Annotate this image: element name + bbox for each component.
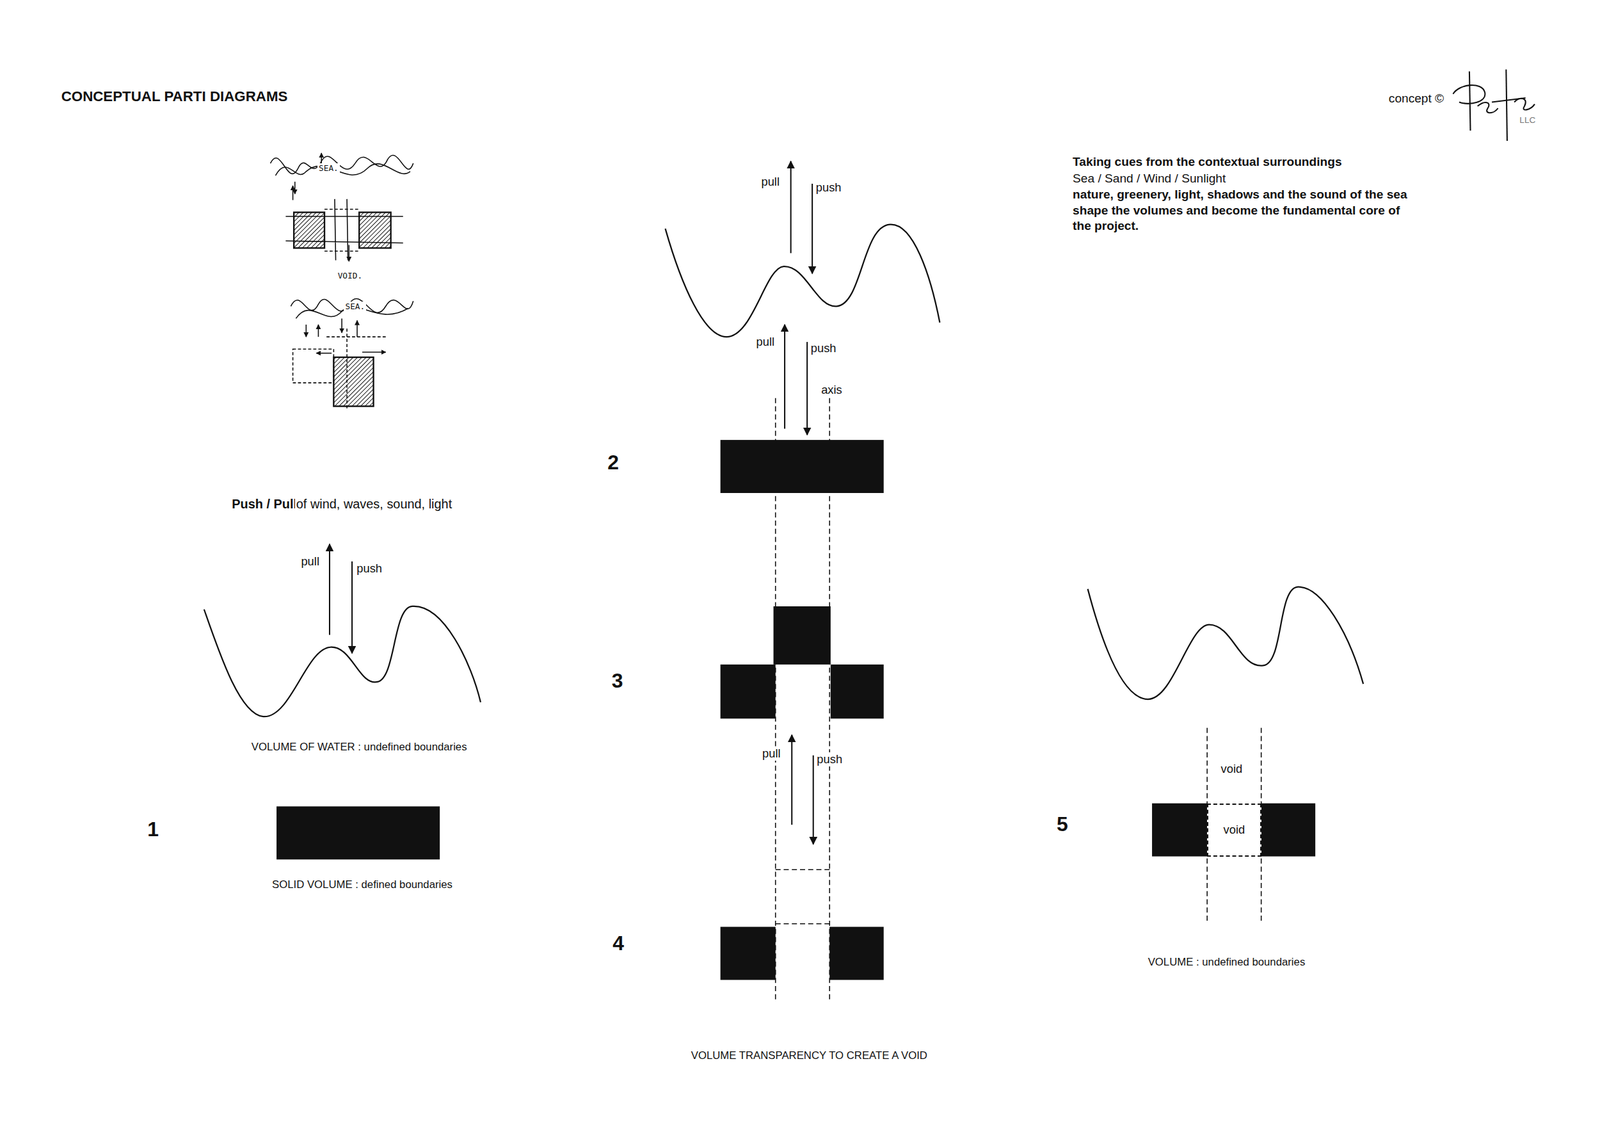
logo-text: LLC	[1518, 115, 1537, 126]
concept-sketch	[356, 320, 358, 338]
concept-sketch	[270, 152, 414, 409]
logo-signature	[1452, 85, 1485, 104]
push-pull-arrow	[811, 183, 813, 274]
concept-sketch	[326, 328, 388, 408]
push-pull-arrow	[784, 324, 786, 429]
force-label: pull	[760, 746, 783, 761]
void-box: void	[1207, 803, 1262, 857]
logo-signature	[1514, 98, 1535, 111]
solid-volume	[1152, 803, 1208, 857]
concept-sketch	[348, 245, 350, 262]
concept-sketch	[293, 348, 335, 383]
force-label: push	[815, 752, 844, 767]
callout-number: 5	[1055, 811, 1070, 836]
concept-sketch	[324, 209, 360, 251]
push-pull-arrow	[328, 544, 331, 635]
caption-text: VOLUME : undefined boundaries	[1146, 955, 1307, 969]
solid-volume	[829, 926, 884, 980]
concept-sketch	[316, 352, 332, 354]
force-label: push	[355, 561, 384, 576]
wave-line	[204, 224, 1364, 717]
void-label: void	[1223, 822, 1246, 837]
caption-text: VOLUME OF WATER : undefined boundaries	[250, 740, 469, 754]
sketch-note: SEA.	[317, 163, 340, 173]
solid-volume	[830, 664, 884, 719]
force-label: pull	[759, 174, 781, 189]
force-label: push	[814, 180, 843, 195]
callout-number: 2	[606, 449, 621, 475]
logo-signature	[1505, 69, 1508, 141]
concept-sketch	[270, 155, 414, 175]
push-pull-arrow	[791, 734, 793, 825]
axis-line	[775, 869, 831, 923]
push-pull-arrow	[812, 755, 815, 845]
axis-line	[1207, 727, 1262, 924]
force-label: pull	[755, 334, 777, 349]
concept-sketch	[292, 185, 294, 200]
heading-text: Push / Pull	[230, 496, 299, 512]
concept-sketch	[341, 318, 343, 333]
force-label: push	[809, 341, 838, 356]
push-pull-arrow	[806, 341, 808, 435]
axis-label: axis	[819, 382, 844, 397]
logo-signature	[1477, 102, 1499, 113]
intro-heading: Taking cues from the contextual surround…	[1071, 154, 1343, 170]
page-title: CONCEPTUAL PARTI DIAGRAMS	[61, 88, 288, 106]
intro-text: nature, greenery, light, shadows and the…	[1071, 186, 1411, 235]
force-label: pull	[299, 554, 321, 569]
intro-text: Sea / Sand / Wind / Sunlight	[1071, 171, 1227, 187]
caption-text: VOLUME TRANSPARENCY TO CREATE A VOID	[689, 1048, 929, 1062]
concept-sketch	[293, 212, 325, 249]
concept-sketch	[362, 351, 386, 353]
push-pull-arrow	[790, 161, 792, 253]
sketch-note: SEA.	[343, 301, 367, 312]
concept-sketch	[285, 199, 403, 261]
solid-volume	[773, 606, 831, 665]
wave-line	[665, 224, 941, 337]
logo-signature	[1469, 71, 1471, 131]
callout-number: 4	[611, 930, 626, 955]
caption-text: SOLID VOLUME : defined boundaries	[270, 878, 454, 891]
brand-text: concept ©	[1387, 91, 1446, 107]
solid-volume	[720, 439, 884, 493]
void-label: void	[1219, 761, 1245, 776]
concept-sketch	[318, 324, 320, 337]
solid-volume	[276, 439, 1316, 980]
logo-signature	[1452, 69, 1535, 141]
solid-volume	[720, 926, 776, 980]
solid-volume	[720, 664, 776, 719]
solid-volume	[1261, 803, 1316, 857]
push-pull-arrow	[351, 561, 353, 653]
solid-volume	[276, 805, 440, 859]
concept-sketch	[275, 163, 410, 176]
callout-number: 1	[145, 816, 160, 841]
heading-text: of wind, waves, sound, light	[295, 496, 454, 512]
concept-sketch	[333, 357, 374, 407]
concept-sketch	[305, 324, 308, 337]
sketch-note: VOID.	[336, 270, 364, 281]
concept-sketch	[294, 181, 296, 194]
callout-number: 3	[610, 668, 625, 693]
wave-line	[204, 606, 481, 717]
wave-line	[1088, 586, 1364, 699]
